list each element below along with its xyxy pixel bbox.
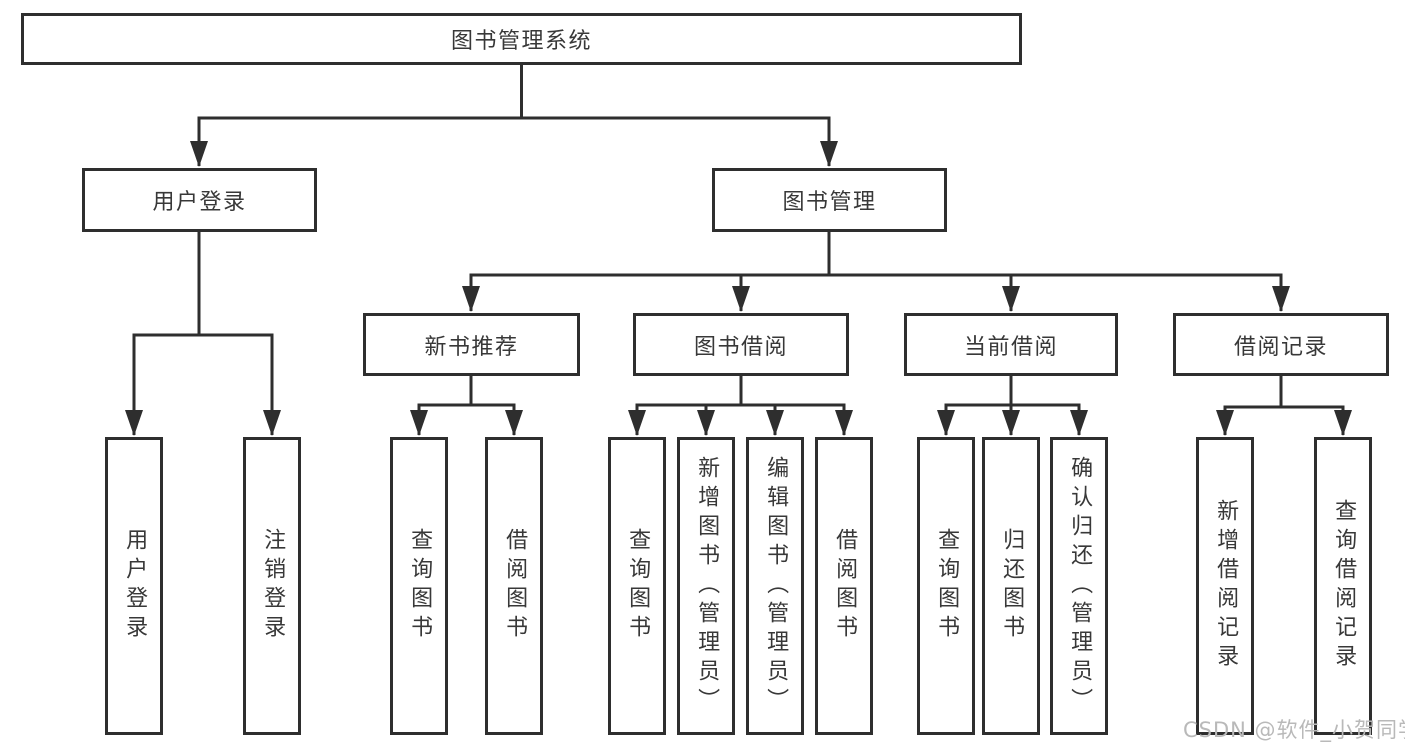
node-label: 编辑图书（管理员）: [763, 455, 789, 717]
node-label: 用户登录: [152, 190, 247, 215]
node-label: 新书推荐: [424, 334, 519, 360]
node-label: 新增借阅记录: [1213, 499, 1239, 673]
node-label: 查询图书: [407, 528, 433, 644]
leaf-query-books-recommend: 查询图书: [390, 437, 448, 735]
node-book-management: 图书管理: [712, 168, 947, 232]
node-label: 借阅图书: [502, 528, 528, 644]
node-user-login: 用户登录: [82, 168, 317, 232]
node-new-book-recommend: 新书推荐: [363, 313, 580, 376]
node-borrowing-records: 借阅记录: [1173, 313, 1389, 376]
leaf-add-borrow-record: 新增借阅记录: [1196, 437, 1254, 735]
leaf-logout: 注销登录: [243, 437, 301, 735]
node-label: 归还图书: [999, 528, 1025, 644]
node-book-borrowing: 图书借阅: [633, 313, 849, 376]
csdn-watermark: CSDN @软件_小贺同学: [1183, 718, 1405, 742]
leaf-add-books-admin: 新增图书（管理员）: [677, 437, 735, 735]
node-label: 查询借阅记录: [1331, 499, 1357, 673]
leaf-query-books-borrowing: 查询图书: [608, 437, 666, 735]
node-library-system: 图书管理系统: [21, 13, 1022, 65]
node-label: 当前借阅: [963, 334, 1058, 360]
node-label: 借阅记录: [1233, 334, 1328, 360]
leaf-user-login: 用户登录: [105, 437, 163, 735]
node-label: 查询图书: [625, 528, 651, 644]
leaf-query-borrow-record: 查询借阅记录: [1314, 437, 1372, 735]
node-label: 查询图书: [934, 528, 960, 644]
leaf-query-books-current: 查询图书: [917, 437, 975, 735]
node-label: 图书借阅: [693, 334, 788, 360]
node-label: 注销登录: [260, 528, 286, 644]
node-label: 用户登录: [122, 528, 148, 644]
node-label: 借阅图书: [832, 528, 858, 644]
node-label: 图书管理: [782, 190, 877, 215]
node-label: 图书管理系统: [450, 29, 592, 54]
leaf-borrow-books-recommend: 借阅图书: [485, 437, 543, 735]
leaf-confirm-return-admin: 确认归还（管理员）: [1050, 437, 1108, 735]
node-label: 确认归还（管理员）: [1067, 455, 1093, 717]
leaf-borrow-books-borrowing: 借阅图书: [815, 437, 873, 735]
leaf-return-books: 归还图书: [982, 437, 1040, 735]
leaf-edit-books-admin: 编辑图书（管理员）: [746, 437, 804, 735]
node-label: 新增图书（管理员）: [694, 455, 720, 717]
node-current-borrowing: 当前借阅: [904, 313, 1118, 376]
